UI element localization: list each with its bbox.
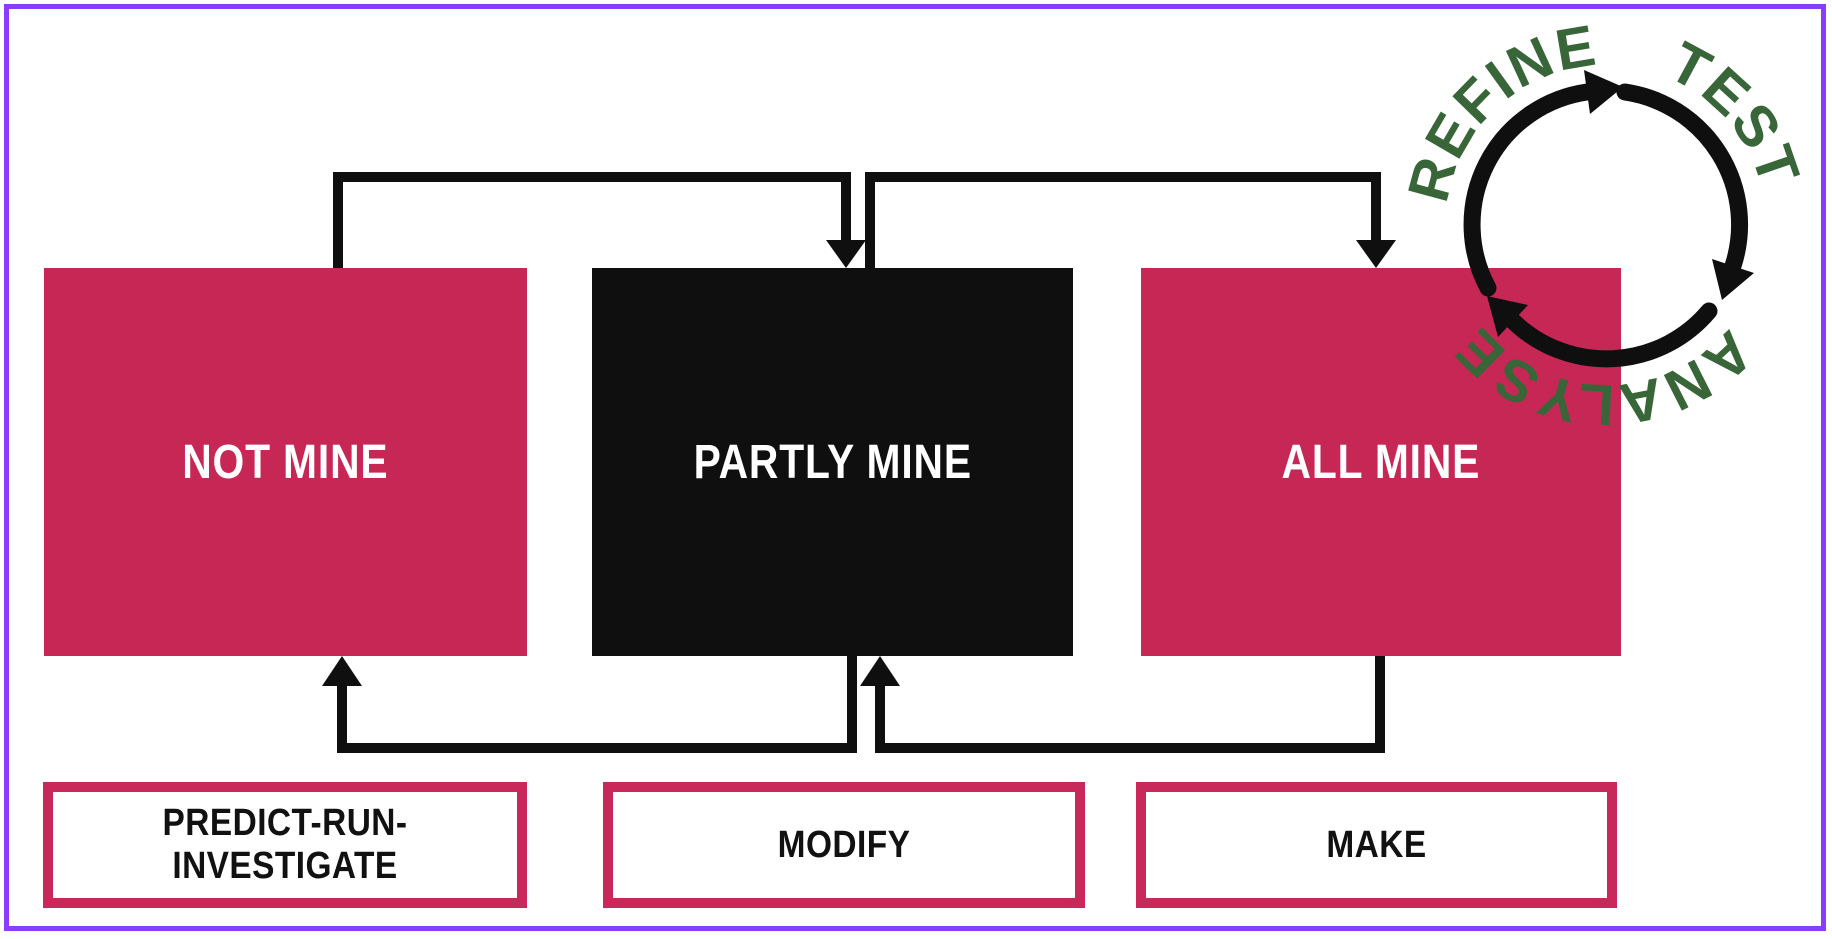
arrowhead-up-icon: [860, 656, 900, 686]
cycle-label-refine: REFINE: [1396, 13, 1600, 208]
stage-box-partly-mine: PARTLY MINE: [592, 268, 1073, 656]
stage-label-partly-mine: PARTLY MINE: [693, 435, 972, 489]
flow-arrow-partly-to-all: [865, 172, 1396, 268]
cycle-labels: TEST: [1659, 29, 1812, 194]
activity-label-make: MAKE: [1326, 823, 1427, 866]
arrowhead-down-icon: [1356, 240, 1396, 268]
flow-arrow-partly-to-not: [322, 656, 857, 753]
cycle-arc-left: [1463, 83, 1596, 297]
flow-arrow-not-to-partly: [333, 172, 866, 268]
activity-label-modify: MODIFY: [777, 823, 911, 866]
cycle-arrowhead-top-icon: [1584, 70, 1623, 114]
flow-line-all-to-partly: [875, 656, 1385, 753]
flow-line-partly-to-all: [865, 172, 1381, 268]
activity-label-predict-run-investigate: PREDICT-RUN-INVESTIGATE: [162, 802, 408, 887]
activity-box-make: MAKE: [1136, 782, 1617, 908]
stage-label-not-mine: NOT MINE: [182, 435, 389, 489]
cycle-arc-right: [1616, 83, 1748, 275]
arrowhead-up-icon: [322, 656, 362, 686]
cycle-labels: REFINE: [1396, 13, 1602, 208]
stage-box-all-mine: ALL MINE: [1141, 268, 1621, 656]
flow-arrow-all-to-partly: [860, 656, 1385, 753]
activity-box-modify: MODIFY: [603, 782, 1085, 908]
cycle-arrowhead-right-icon: [1712, 259, 1754, 300]
stage-box-not-mine: NOT MINE: [44, 268, 527, 656]
activity-box-predict-run-investigate: PREDICT-RUN-INVESTIGATE: [43, 782, 527, 908]
arrowhead-down-icon: [826, 240, 866, 268]
stage-label-all-mine: ALL MINE: [1281, 435, 1481, 489]
cycle-label-test: TEST: [1659, 29, 1810, 194]
flow-line-not-to-partly: [333, 172, 851, 268]
flow-line-partly-to-not: [337, 656, 857, 753]
